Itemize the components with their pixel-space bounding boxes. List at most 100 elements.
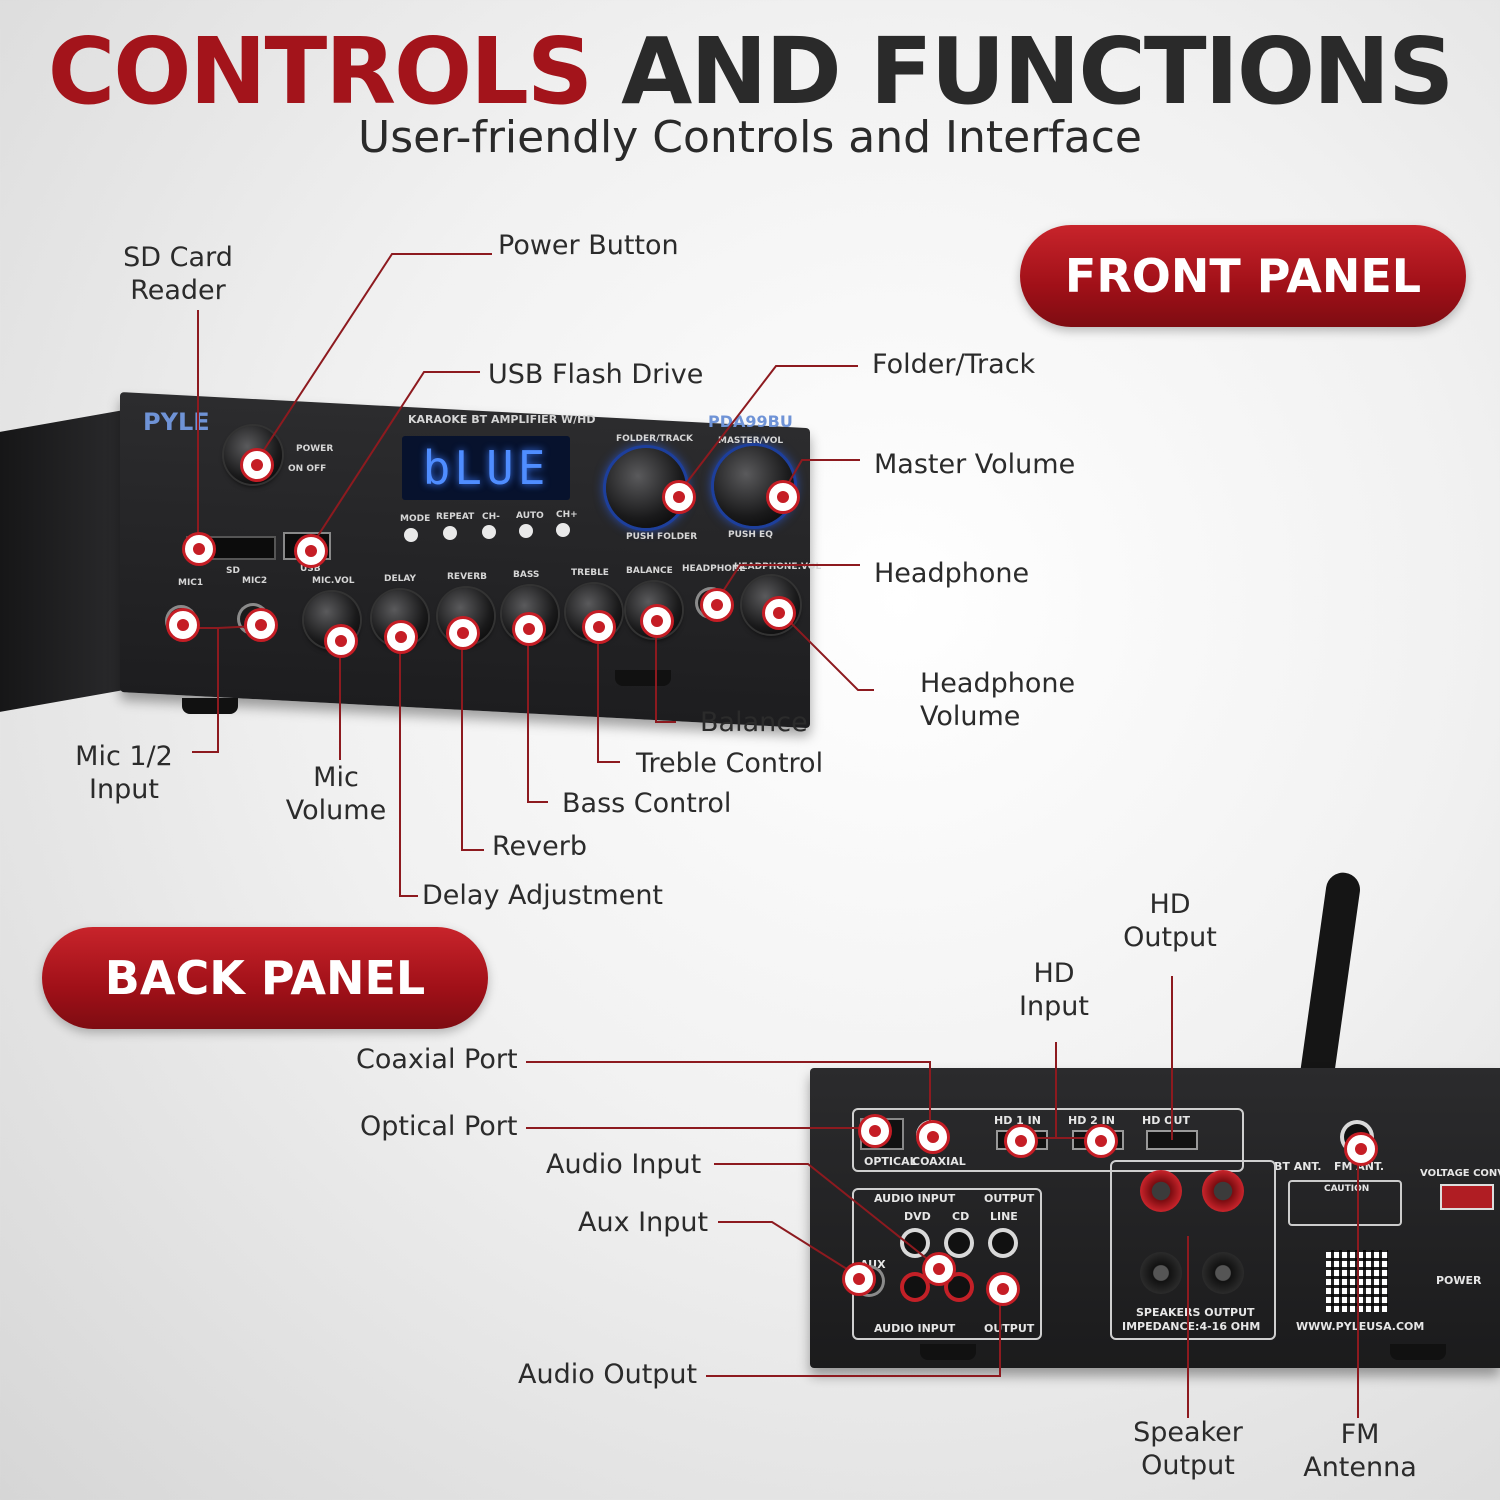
mode-button[interactable]: [404, 528, 418, 542]
line-text: LINE: [990, 1210, 1018, 1223]
headphone-volume-marker: [765, 599, 793, 627]
push-folder-text: PUSH FOLDER: [626, 532, 698, 542]
audio-output-line: [706, 1286, 1001, 1377]
optical-text: OPTICAL: [864, 1155, 917, 1168]
title-dark: AND FUNCTIONS: [621, 18, 1454, 125]
audio-output-label: Audio Output: [518, 1359, 698, 1390]
device-heading: KARAOKE BT AMPLIFIER W/HD: [408, 413, 596, 426]
treble-marker: [585, 613, 613, 641]
audio-output-marker: [989, 1275, 1017, 1303]
mic-input-line: [180, 627, 219, 753]
power-back-text: POWER: [1436, 1274, 1482, 1287]
mic1-text: MIC1: [178, 578, 204, 588]
audio-input-bottom-text: AUDIO INPUT: [874, 1322, 956, 1335]
caution-text: CAUTION: [1324, 1184, 1370, 1194]
ch-minus-button[interactable]: [482, 525, 496, 539]
speaker-l-positive[interactable]: [1202, 1170, 1244, 1212]
output-bottom-text: OUTPUT: [984, 1322, 1035, 1335]
output-top-text: OUTPUT: [984, 1192, 1035, 1205]
dvd-right-input[interactable]: [904, 1276, 926, 1298]
delay-line: [399, 634, 418, 897]
mic2-text: MIC2: [242, 576, 268, 586]
ch-plus-button-label: CH+: [556, 510, 578, 520]
fm-antenna-line2: Antenna: [1303, 1452, 1417, 1483]
master-volume-line: [781, 459, 860, 495]
repeat-button[interactable]: [443, 526, 457, 540]
hd1-text: HD 1 IN: [994, 1114, 1041, 1127]
treble-label: Treble Control: [636, 748, 824, 779]
reverb-line: [461, 630, 484, 851]
voltage-switch[interactable]: [1440, 1184, 1494, 1210]
hd2-text: HD 2 IN: [1068, 1114, 1115, 1127]
bt-ant-text: BT ANT.: [1274, 1160, 1322, 1173]
balance-label: Balance: [700, 707, 808, 738]
speaker-l-negative[interactable]: [1202, 1252, 1244, 1294]
hd-input-1-marker: [1007, 1127, 1035, 1155]
folder-track-text: FOLDER/TRACK: [616, 434, 693, 444]
hd-output-line2: Output: [1123, 922, 1217, 953]
delay-marker: [387, 623, 415, 651]
sd-card-label-line1: SD Card: [123, 242, 233, 273]
headphone-text: HEADPHONE: [682, 564, 746, 574]
speakers-text: SPEAKERS OUTPUT: [1136, 1306, 1255, 1319]
treble-text: TREBLE: [571, 568, 609, 578]
aux-marker: [845, 1265, 873, 1293]
speaker-r-positive[interactable]: [1140, 1170, 1182, 1212]
page-subtitle: User-friendly Controls and Interface: [357, 112, 1142, 163]
delay-text: DELAY: [384, 574, 416, 584]
fm-antenna-label: FM Antenna: [1290, 1418, 1430, 1484]
hd-output-label: HD Output: [1110, 888, 1230, 954]
ch-plus-button[interactable]: [556, 523, 570, 537]
sd-card-label: SD Card Reader: [108, 241, 248, 307]
auto-button[interactable]: [519, 524, 533, 538]
reverb-text: REVERB: [447, 572, 487, 582]
sd-text: SD: [226, 566, 240, 576]
voltage-text: VOLTAGE CONVER: [1420, 1168, 1500, 1179]
aux-input-label: Aux Input: [578, 1207, 709, 1238]
line-left-output[interactable]: [992, 1232, 1014, 1254]
mode-button-label: MODE: [400, 514, 431, 524]
mic1-marker: [169, 611, 197, 639]
title-red: CONTROLS: [47, 18, 593, 125]
cd-left-input[interactable]: [948, 1232, 970, 1254]
caution-label: [1288, 1180, 1402, 1226]
mic-volume-line1: Mic: [313, 762, 359, 793]
power-button-label: Power Button: [498, 230, 679, 261]
foot: [1390, 1344, 1446, 1360]
usb-label: USB Flash Drive: [488, 359, 704, 390]
fm-antenna-marker: [1347, 1135, 1375, 1163]
push-eq-text: PUSH EQ: [728, 530, 773, 540]
mic-volume-label: Mic Volume: [276, 761, 396, 827]
dvd-text: DVD: [904, 1210, 931, 1223]
cd-right-input[interactable]: [948, 1276, 970, 1298]
optical-label: Optical Port: [360, 1111, 518, 1142]
mic2-marker: [247, 611, 275, 639]
headphone-label: Headphone: [874, 558, 1030, 589]
auto-button-label: AUTO: [516, 511, 544, 521]
folder-track-marker: [665, 483, 693, 511]
repeat-button-label: REPEAT: [436, 512, 475, 522]
folder-track-line: [677, 365, 858, 495]
speaker-r-negative[interactable]: [1140, 1252, 1182, 1294]
power-button-line: [255, 253, 492, 463]
hd-output-line1: HD: [1149, 889, 1191, 920]
lcd-display: bLUE: [402, 436, 570, 500]
hd-input-2-marker: [1087, 1127, 1115, 1155]
speaker-output-label: Speaker Output: [1120, 1416, 1256, 1482]
coaxial-label: Coaxial Port: [356, 1044, 518, 1075]
usb-marker: [297, 537, 325, 565]
speaker-output-line1: Speaker: [1133, 1417, 1243, 1448]
page-title: CONTROLS AND FUNCTIONS: [0, 18, 1500, 125]
master-vol-text: MASTER/VOL: [718, 436, 784, 446]
audio-input-label: Audio Input: [546, 1149, 702, 1180]
balance-marker: [643, 607, 671, 635]
reverb-label: Reverb: [492, 831, 587, 862]
usb-text: USB: [300, 564, 321, 574]
mic-volume-line2: Volume: [285, 795, 387, 826]
bass-marker: [515, 615, 543, 643]
dvd-left-input[interactable]: [904, 1232, 926, 1254]
audio-input-top-text: AUDIO INPUT: [874, 1192, 956, 1205]
coaxial-line: [526, 1061, 931, 1134]
headphone-volume-label: Headphone Volume: [920, 667, 1075, 733]
